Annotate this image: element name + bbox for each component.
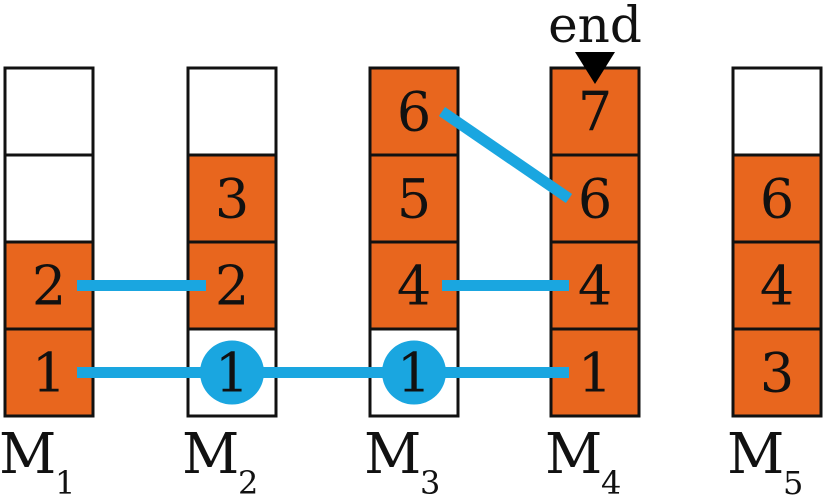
- shared-marker: [200, 340, 264, 405]
- cell-value: 2: [32, 255, 66, 318]
- column-name: M: [727, 422, 784, 487]
- column-name: M: [364, 422, 421, 487]
- column-name: M: [182, 422, 239, 487]
- memory-cell: [3, 66, 95, 157]
- memory-cell: [368, 153, 460, 244]
- column-subscript: 4: [601, 464, 621, 499]
- memory-cell: [731, 327, 823, 418]
- column-subscript: 3: [420, 464, 440, 499]
- column-name: M: [0, 422, 56, 487]
- memory-cell: [731, 66, 823, 157]
- column-subscript: 5: [783, 464, 803, 499]
- cell-value: 6: [397, 81, 431, 144]
- cell-value: 1: [32, 342, 66, 405]
- column-subscript: 1: [55, 464, 75, 499]
- cell-value: 3: [215, 168, 249, 231]
- cell-value: 1: [578, 342, 612, 405]
- memory-cell: [186, 153, 278, 244]
- cell-value: 2: [215, 255, 249, 318]
- memory-cell: [731, 240, 823, 331]
- cell-value: 1: [215, 342, 249, 405]
- cell-value: 7: [578, 81, 612, 144]
- labels-layer: 2 1 3 2 1 6 5 4 1 7 6 4 1 6 4 3: [32, 81, 794, 405]
- cell-value: 3: [760, 342, 794, 405]
- cell-value: 6: [760, 168, 794, 231]
- column-subscript: 2: [238, 464, 258, 499]
- shared-marker: [382, 340, 446, 405]
- cell-value: 6: [578, 168, 612, 231]
- end-marker: end: [548, 0, 642, 84]
- link-line: [438, 106, 573, 204]
- cell-value: 4: [578, 255, 612, 318]
- links-layer: [77, 106, 573, 378]
- memory-cell: [731, 153, 823, 244]
- cell-value: 4: [760, 255, 794, 318]
- column-name: M: [545, 422, 602, 487]
- end-label: end: [548, 0, 642, 54]
- cell-value: 1: [397, 342, 431, 405]
- memory-cell: [186, 66, 278, 157]
- end-arrow-icon: [575, 52, 615, 84]
- cell-value: 5: [397, 168, 431, 231]
- cell-value: 4: [397, 255, 431, 318]
- memory-cell: [3, 153, 95, 244]
